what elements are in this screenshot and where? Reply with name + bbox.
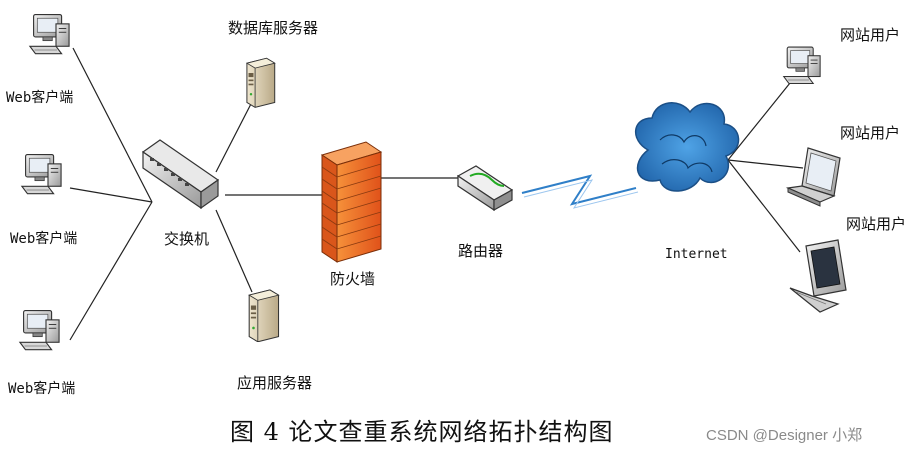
- web-client-1-label: Web客户端: [6, 90, 74, 106]
- web-client-2-icon: [21, 153, 62, 195]
- app-server-icon: [248, 289, 280, 342]
- web-client-3-icon: [19, 309, 60, 351]
- app-server-label: 应用服务器: [237, 374, 313, 392]
- web-client-2-label: Web客户端: [10, 231, 78, 247]
- switch-icon: [141, 139, 220, 210]
- internet-cloud-icon: [635, 102, 740, 192]
- site-user-1-label: 网站用户: [840, 26, 901, 44]
- figure-caption: 图 4 论文查重系统网络拓扑结构图: [230, 418, 614, 446]
- csdn-watermark: CSDN @Designer 小郑: [706, 427, 863, 444]
- internet-label: Internet: [665, 247, 728, 262]
- db-server-label: 数据库服务器: [228, 19, 319, 37]
- firewall-label: 防火墙: [330, 270, 376, 288]
- wan-link-shadow: [523, 179, 639, 209]
- site-user-2-laptop-icon: [785, 147, 841, 207]
- site-user-3-label: 网站用户: [846, 215, 907, 233]
- web-client-3-label: Web客户端: [8, 381, 76, 397]
- firewall-icon: [320, 141, 383, 263]
- router-icon: [456, 165, 514, 212]
- site-user-3-monitor-icon: [789, 239, 847, 313]
- site-user-1-icon: [783, 46, 821, 85]
- router-label: 路由器: [458, 242, 504, 260]
- db-server-icon: [246, 57, 276, 108]
- site-user-2-label: 网站用户: [840, 124, 901, 142]
- wan-link: [521, 174, 637, 206]
- web-client-1-icon: [29, 13, 70, 55]
- switch-label: 交换机: [164, 230, 210, 248]
- connection-lines: [69, 47, 804, 341]
